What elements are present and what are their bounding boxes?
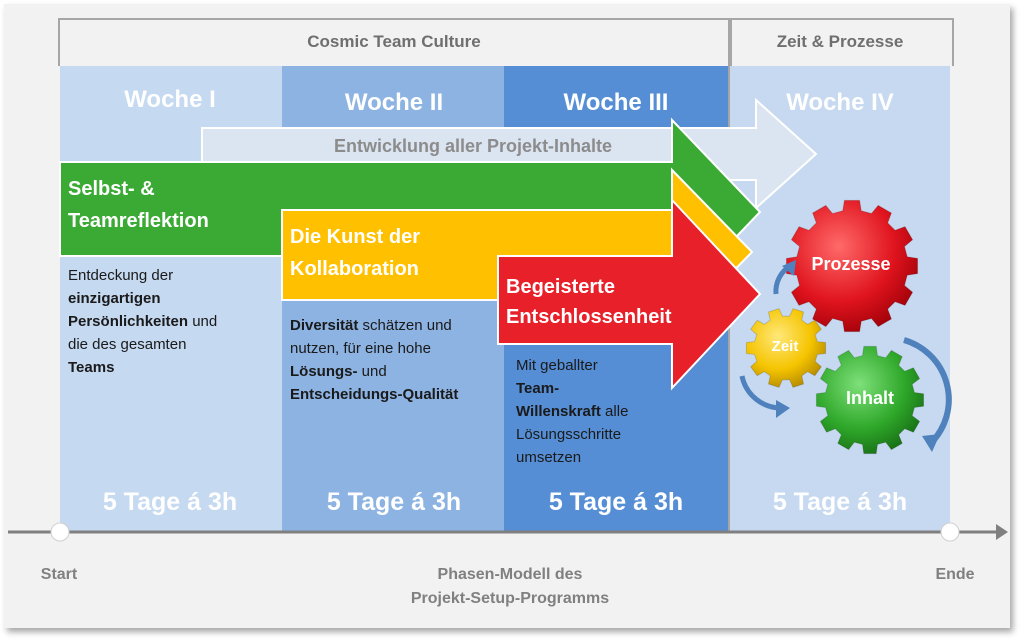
timeline-caption-2: Projekt-Setup-Programms [410,590,610,607]
cycle-arrowhead-2-icon [776,400,790,418]
week-2-title: Woche II [344,89,444,116]
timeline-start-marker [50,522,70,542]
gear-prozesse-shape [785,199,919,333]
days-week-1: 5 Tage á 3h [102,488,238,516]
header-zeit-box [728,18,954,66]
header-zeit: Zeit & Prozesse [776,32,904,51]
arrow-begeistert-label-2: Entschlossenheit [506,306,672,328]
desc-week-2: Diversität schätzen und nutzen, für eine… [290,317,459,403]
arrow-entwicklung-label: Entwicklung aller Projekt-Inhalte [334,136,613,156]
timeline-end-label: Ende [935,566,975,583]
header-culture-box [58,18,732,66]
arrow-kunst-label-1: Die Kunst der [290,226,421,248]
gear-prozesse-label: Prozesse [811,254,891,274]
timeline-caption-1: Phasen-Modell des [437,566,583,583]
days-week-3: 5 Tage á 3h [548,488,684,516]
timeline-arrowhead-icon [996,524,1008,540]
week-4-title: Woche IV [786,89,894,116]
timeline-end-marker [940,522,960,542]
header-culture: Cosmic Team Culture [307,32,481,51]
gearZ-icon [745,307,827,389]
days-week-2: 5 Tage á 3h [326,488,462,516]
gearP-icon [785,199,919,333]
cycle-arrow-icon [903,337,952,445]
days-week-4: 5 Tage á 3h [772,488,908,516]
arrow-graphics [8,97,1008,542]
gearI-icon [815,345,925,455]
desc-week-1: Entdeckung der einzigartigen Persönlichk… [68,267,218,376]
week-1-title: Woche I [124,86,216,113]
week-3-title: Woche III [563,89,669,116]
arrow-kunst-label-2: Kollaboration [290,258,419,280]
diagram-frame: Cosmic Team Culture Zeit & Prozesse Woch… [4,4,1010,628]
arrow-begeistert [497,197,762,391]
gear-zeit-shape [745,307,827,389]
cycle-arrowhead-icon [922,434,940,452]
arrow-begeistert-label-1: Begeisterte [506,276,615,298]
desc-week-3: Mit geballter Team- Willenskraft alle Lö… [516,357,629,466]
timeline-start-label: Start [40,566,78,583]
arrow-selbst-label-2: Teamreflektion [68,210,209,232]
gear-zeit-label: Zeit [771,338,799,355]
gear-inhalt-label: Inhalt [846,388,894,408]
cycle-arrowhead-3-icon [782,260,796,276]
arrow-selbst-label-1: Selbst- & [68,178,155,200]
gear-inhalt-shape [815,345,925,455]
